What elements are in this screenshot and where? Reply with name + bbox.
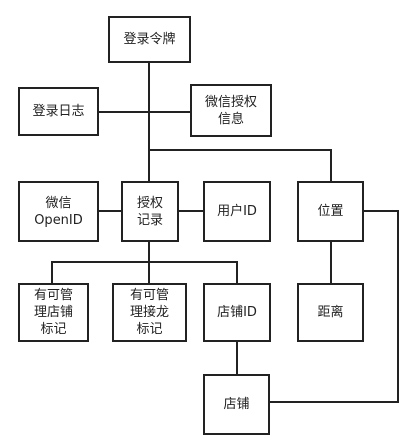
- node-wechat-openid: 微信 OpenID: [18, 181, 99, 242]
- edge-trunk-location: [149, 149, 332, 181]
- node-manageable-relay-flag: 有可管 理接龙 标记: [112, 283, 187, 342]
- node-store: 店铺: [203, 374, 270, 435]
- node-distance: 距离: [297, 283, 364, 342]
- edge-flag-bar: [51, 261, 238, 283]
- node-login-token: 登录令牌: [108, 16, 191, 63]
- node-store-id: 店铺ID: [203, 283, 271, 342]
- node-manageable-store-flag: 有可管 理店铺 标记: [18, 283, 89, 342]
- node-user-id: 用户ID: [203, 181, 271, 242]
- node-auth-record: 授权 记录: [121, 181, 179, 242]
- node-wechat-auth-info: 微信授权 信息: [190, 84, 272, 137]
- edge-location-store: [270, 210, 399, 403]
- node-login-log: 登录日志: [18, 87, 99, 136]
- node-location: 位置: [297, 181, 364, 242]
